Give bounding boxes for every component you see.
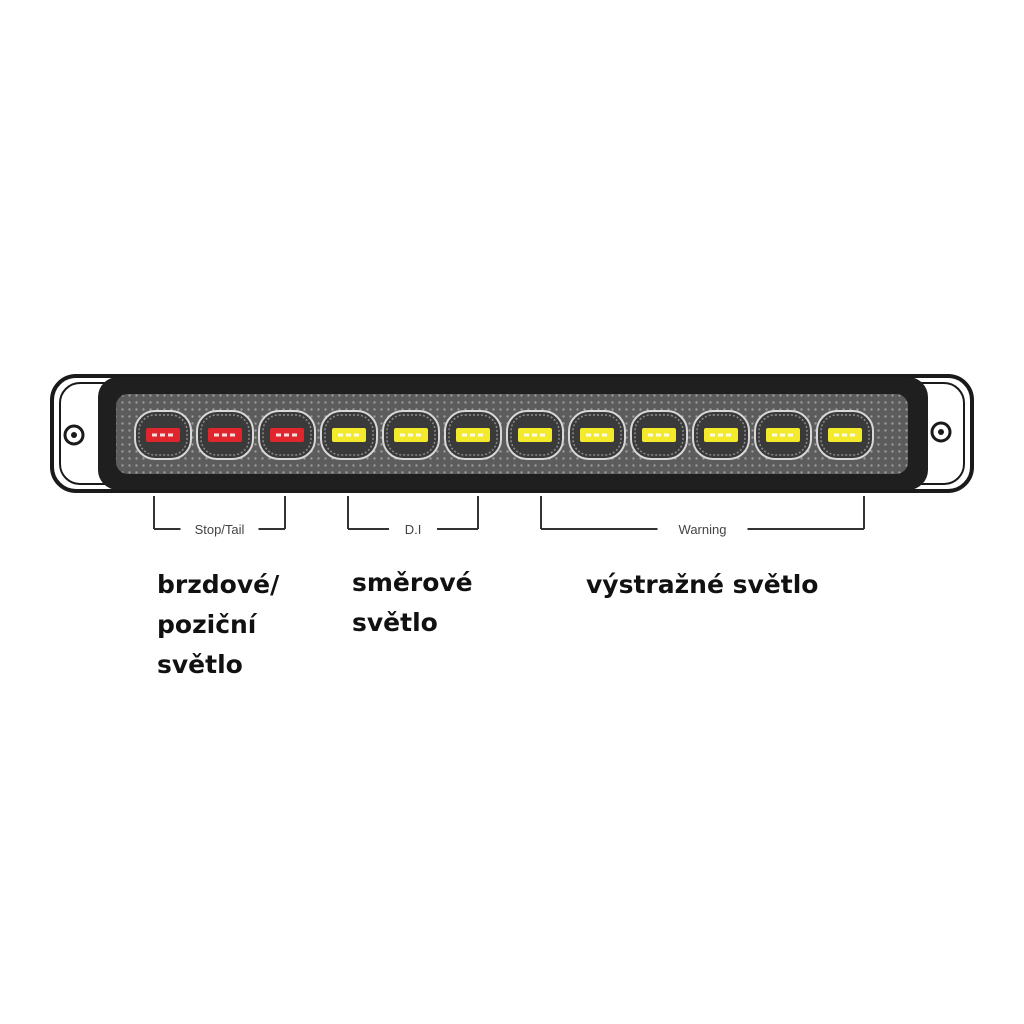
red-led-module bbox=[258, 410, 316, 460]
amber-led-module bbox=[320, 410, 378, 460]
caption-line: směrové bbox=[352, 568, 473, 597]
caption-line: světlo bbox=[352, 608, 438, 637]
amber-led-module bbox=[630, 410, 688, 460]
mounting-hole-left-icon bbox=[63, 424, 85, 446]
red-led-module bbox=[134, 410, 192, 460]
caption-warning: výstražné světlo bbox=[586, 565, 818, 605]
bracket-label: Stop/Tail bbox=[195, 522, 245, 537]
caption-line: brzdové/ bbox=[157, 570, 280, 599]
amber-led-module bbox=[568, 410, 626, 460]
amber-led-module bbox=[444, 410, 502, 460]
caption-line: výstražné světlo bbox=[586, 570, 819, 599]
amber-led-module bbox=[754, 410, 812, 460]
amber-led-module bbox=[692, 410, 750, 460]
amber-led-module bbox=[382, 410, 440, 460]
bracket-label: D.I bbox=[405, 522, 422, 537]
caption-line: poziční bbox=[157, 610, 257, 639]
bracket-stop-tail: Stop/Tail bbox=[153, 496, 286, 537]
amber-led-module bbox=[506, 410, 564, 460]
mounting-hole-right-icon bbox=[930, 421, 952, 443]
bracket-label: Warning bbox=[679, 522, 727, 537]
bracket-warning: Warning bbox=[540, 496, 865, 537]
red-led-module bbox=[196, 410, 254, 460]
caption-direction: směrové světlo bbox=[352, 563, 473, 643]
amber-led-module bbox=[816, 410, 874, 460]
caption-line: světlo bbox=[157, 650, 243, 679]
bracket-direction-indicator: D.I bbox=[347, 496, 479, 537]
caption-stop-tail: brzdové/ poziční světlo bbox=[157, 565, 279, 685]
